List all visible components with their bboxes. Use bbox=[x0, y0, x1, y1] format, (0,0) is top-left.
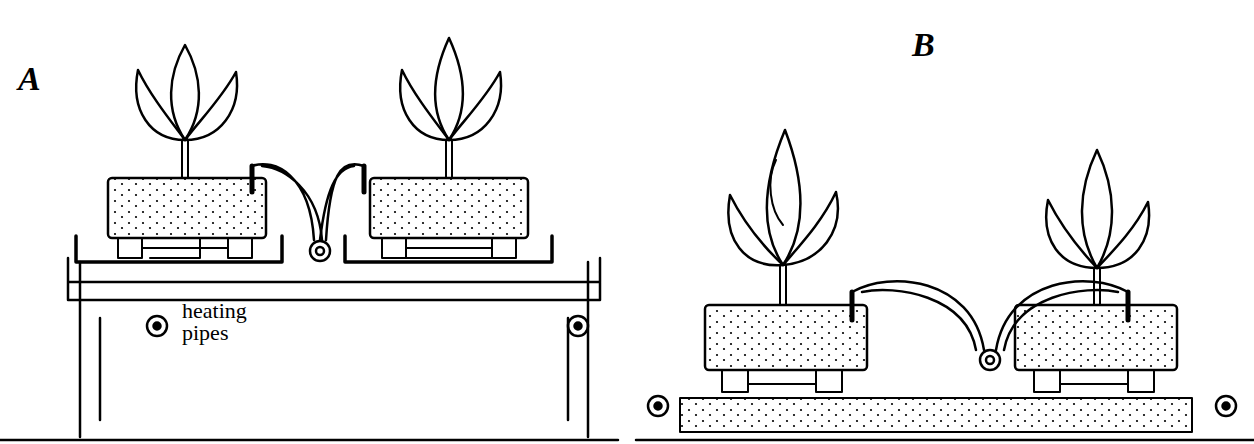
heating-pipe bbox=[575, 323, 582, 330]
tube-end bbox=[362, 166, 367, 192]
tube bbox=[252, 164, 322, 240]
heating-pipe bbox=[1216, 396, 1236, 416]
heating-pipe bbox=[655, 403, 662, 410]
heating-pipe bbox=[154, 323, 161, 330]
leaf bbox=[185, 72, 237, 140]
heating-pipe bbox=[1223, 403, 1230, 410]
panel-letter: A bbox=[18, 62, 41, 96]
heating-pipe bbox=[648, 396, 668, 416]
tube-junction bbox=[310, 241, 330, 261]
plant-stem bbox=[182, 140, 188, 178]
plant-stem bbox=[446, 140, 452, 178]
tube bbox=[852, 281, 984, 350]
plant-stem bbox=[1094, 268, 1100, 305]
pot-feet bbox=[1034, 370, 1154, 392]
leaf bbox=[435, 38, 463, 140]
soil-block bbox=[705, 305, 867, 370]
pot-feet bbox=[382, 238, 516, 258]
tube-end bbox=[1126, 292, 1131, 320]
soil-block bbox=[108, 178, 266, 238]
soil-block bbox=[1015, 305, 1177, 370]
leaf bbox=[1082, 150, 1112, 268]
leaf bbox=[449, 72, 501, 140]
ground-slab bbox=[680, 398, 1192, 432]
tube bbox=[320, 164, 364, 240]
leaf bbox=[728, 195, 783, 265]
bench-top bbox=[68, 258, 600, 300]
floor-line bbox=[0, 439, 618, 442]
panel-b bbox=[636, 130, 1254, 440]
pot-feet bbox=[118, 238, 252, 258]
leaf bbox=[783, 192, 838, 265]
tray bbox=[345, 236, 552, 262]
tube-end bbox=[850, 292, 855, 320]
pot-feet bbox=[722, 370, 842, 392]
plant-stem bbox=[780, 265, 786, 305]
soil-block bbox=[370, 178, 528, 238]
panel-a bbox=[0, 38, 618, 440]
leaf bbox=[171, 45, 199, 140]
tube-junction bbox=[980, 350, 1000, 370]
part-label: heating pipes bbox=[182, 300, 262, 344]
floor-line bbox=[636, 439, 1254, 442]
leaf bbox=[1046, 200, 1097, 268]
leaf bbox=[767, 130, 801, 265]
leaf bbox=[1097, 202, 1149, 268]
tube-junction bbox=[986, 356, 994, 364]
leaf bbox=[770, 160, 783, 225]
heating-pipe bbox=[568, 316, 588, 336]
panel-letter: B bbox=[912, 28, 935, 62]
tube-end bbox=[250, 166, 255, 192]
heating-pipe bbox=[147, 316, 167, 336]
tube-junction bbox=[316, 247, 324, 255]
tray bbox=[76, 236, 282, 262]
bench-legs bbox=[80, 300, 588, 437]
tube bbox=[996, 281, 1128, 350]
